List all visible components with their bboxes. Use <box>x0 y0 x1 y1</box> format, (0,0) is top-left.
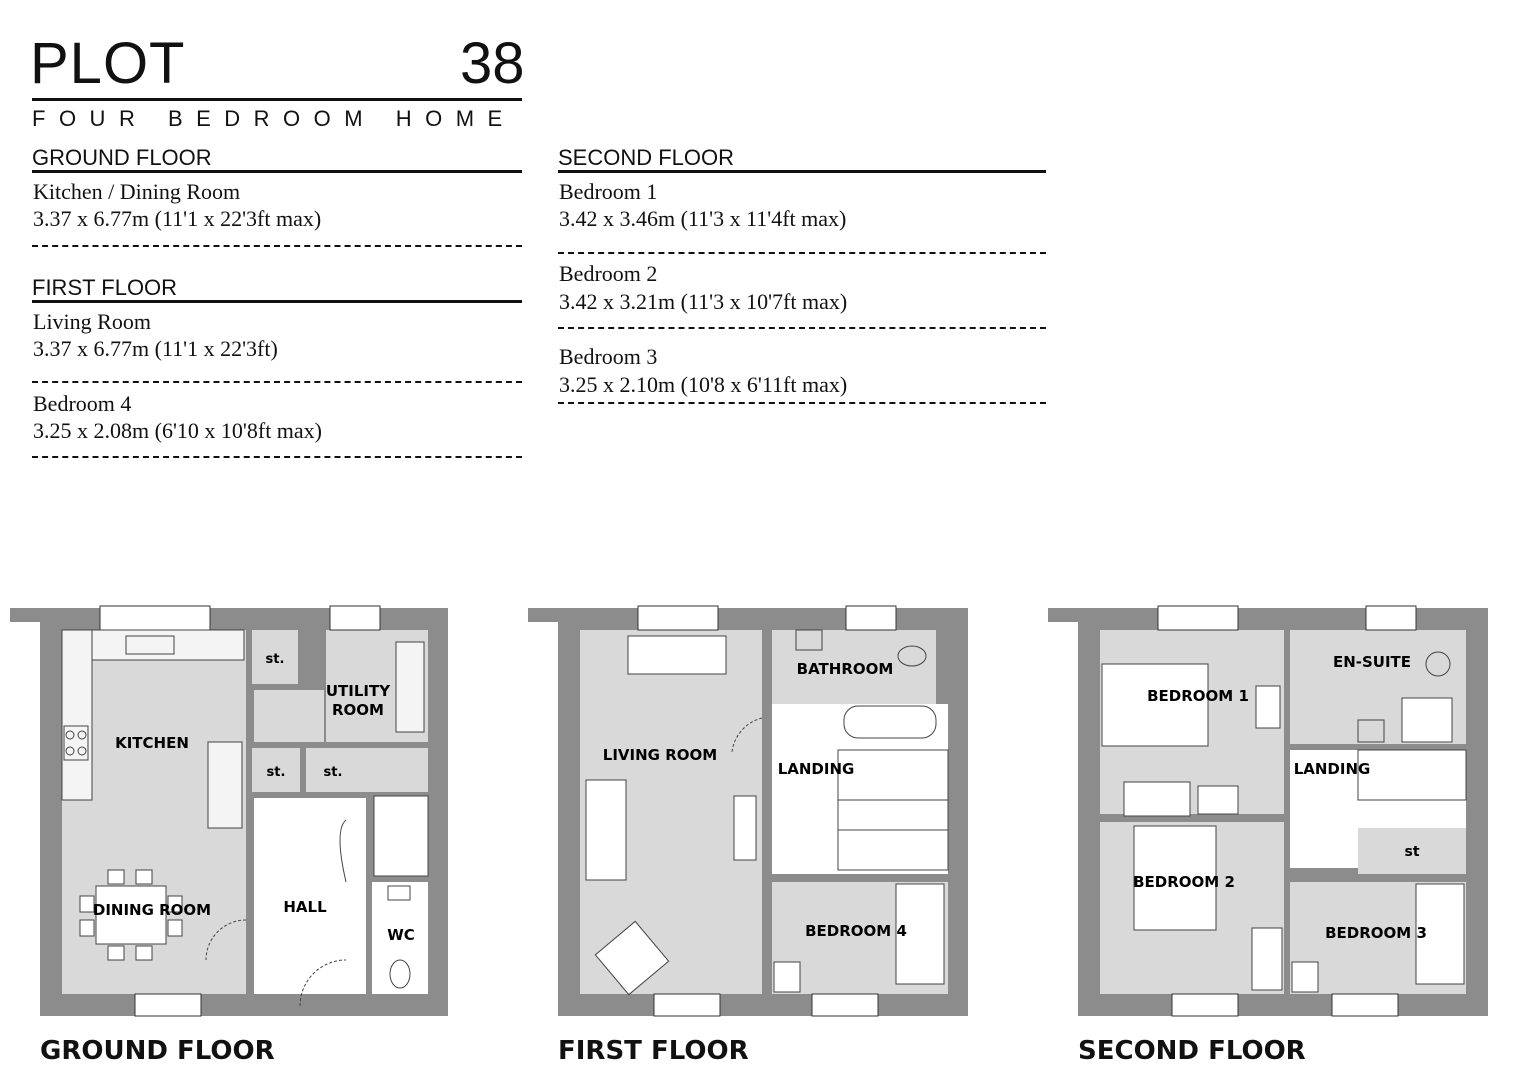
home-type-subtitle: FOUR BEDROOM HOME <box>32 106 516 131</box>
room-label-store: st. <box>324 765 343 780</box>
room-label-utility: ROOM <box>332 701 384 719</box>
room-label-landing: LANDING <box>778 760 855 778</box>
room-label-bathroom: BATHROOM <box>797 660 894 678</box>
schedule-first-rule <box>32 300 522 303</box>
schedule-ground-rule <box>32 170 522 173</box>
divider <box>558 327 1046 329</box>
divider <box>32 245 522 247</box>
room-name: Kitchen / Dining Room <box>33 179 241 204</box>
room-label-bedroom3: BEDROOM 3 <box>1325 924 1427 942</box>
plot-label: PLOT <box>30 31 186 96</box>
room-label-utility: UTILITY <box>326 682 391 700</box>
room-dims: 3.37 x 6.77m (11'1 x 22'3ft) <box>33 336 278 361</box>
ground-floor-plan: KITCHEN DINING ROOM st. st. st. UTILITY … <box>10 605 448 1017</box>
schedule-ground-heading: GROUND FLOOR <box>32 145 212 170</box>
schedule-second-rule <box>558 170 1046 173</box>
schedule-first-heading: FIRST FLOOR <box>32 275 178 300</box>
room-name: Bedroom 2 <box>559 261 658 286</box>
room-dims: 3.37 x 6.77m (11'1 x 22'3ft max) <box>33 206 322 231</box>
room-label-store: st <box>1404 844 1419 860</box>
room-dims: 3.42 x 3.21m (11'3 x 10'7ft max) <box>559 289 848 314</box>
room-label-store: st. <box>266 652 285 667</box>
header-rule <box>32 98 522 101</box>
room-label-landing: LANDING <box>1294 760 1371 778</box>
room-name: Bedroom 4 <box>33 391 132 416</box>
plot-number: 38 <box>460 31 525 96</box>
plan-title-ground: GROUND FLOOR <box>40 1036 275 1066</box>
room-name: Bedroom 1 <box>559 179 658 204</box>
room-label-kitchen: KITCHEN <box>115 734 189 752</box>
room-name: Bedroom 3 <box>559 344 658 369</box>
divider <box>558 252 1046 254</box>
divider <box>558 402 1046 404</box>
room-label-dining: DINING ROOM <box>93 901 211 919</box>
room-label-ensuite: EN-SUITE <box>1333 653 1411 671</box>
room-dims: 3.42 x 3.46m (11'3 x 11'4ft max) <box>559 206 847 231</box>
plan-title-first: FIRST FLOOR <box>558 1036 749 1066</box>
schedule-second-heading: SECOND FLOOR <box>558 145 735 170</box>
room-label-bedroom2: BEDROOM 2 <box>1133 873 1235 891</box>
divider <box>32 456 522 458</box>
plan-title-second: SECOND FLOOR <box>1078 1036 1306 1066</box>
room-name: Living Room <box>33 309 151 334</box>
room-label-wc: WC <box>387 926 415 944</box>
room-label-living: LIVING ROOM <box>603 746 717 764</box>
second-floor-plan: BEDROOM 1 EN-SUITE LANDING st BEDROOM 2 … <box>1048 605 1488 1017</box>
room-label-bedroom4: BEDROOM 4 <box>805 922 907 940</box>
room-label-bedroom1: BEDROOM 1 <box>1147 687 1249 705</box>
room-label-store: st. <box>267 765 286 780</box>
room-label-hall: HALL <box>283 898 327 916</box>
first-floor-plan: LIVING ROOM BATHROOM LANDING BEDROOM 4 <box>528 605 968 1017</box>
room-dims: 3.25 x 2.10m (10'8 x 6'11ft max) <box>559 372 848 397</box>
room-dims: 3.25 x 2.08m (6'10 x 10'8ft max) <box>33 418 323 443</box>
divider <box>32 381 522 383</box>
